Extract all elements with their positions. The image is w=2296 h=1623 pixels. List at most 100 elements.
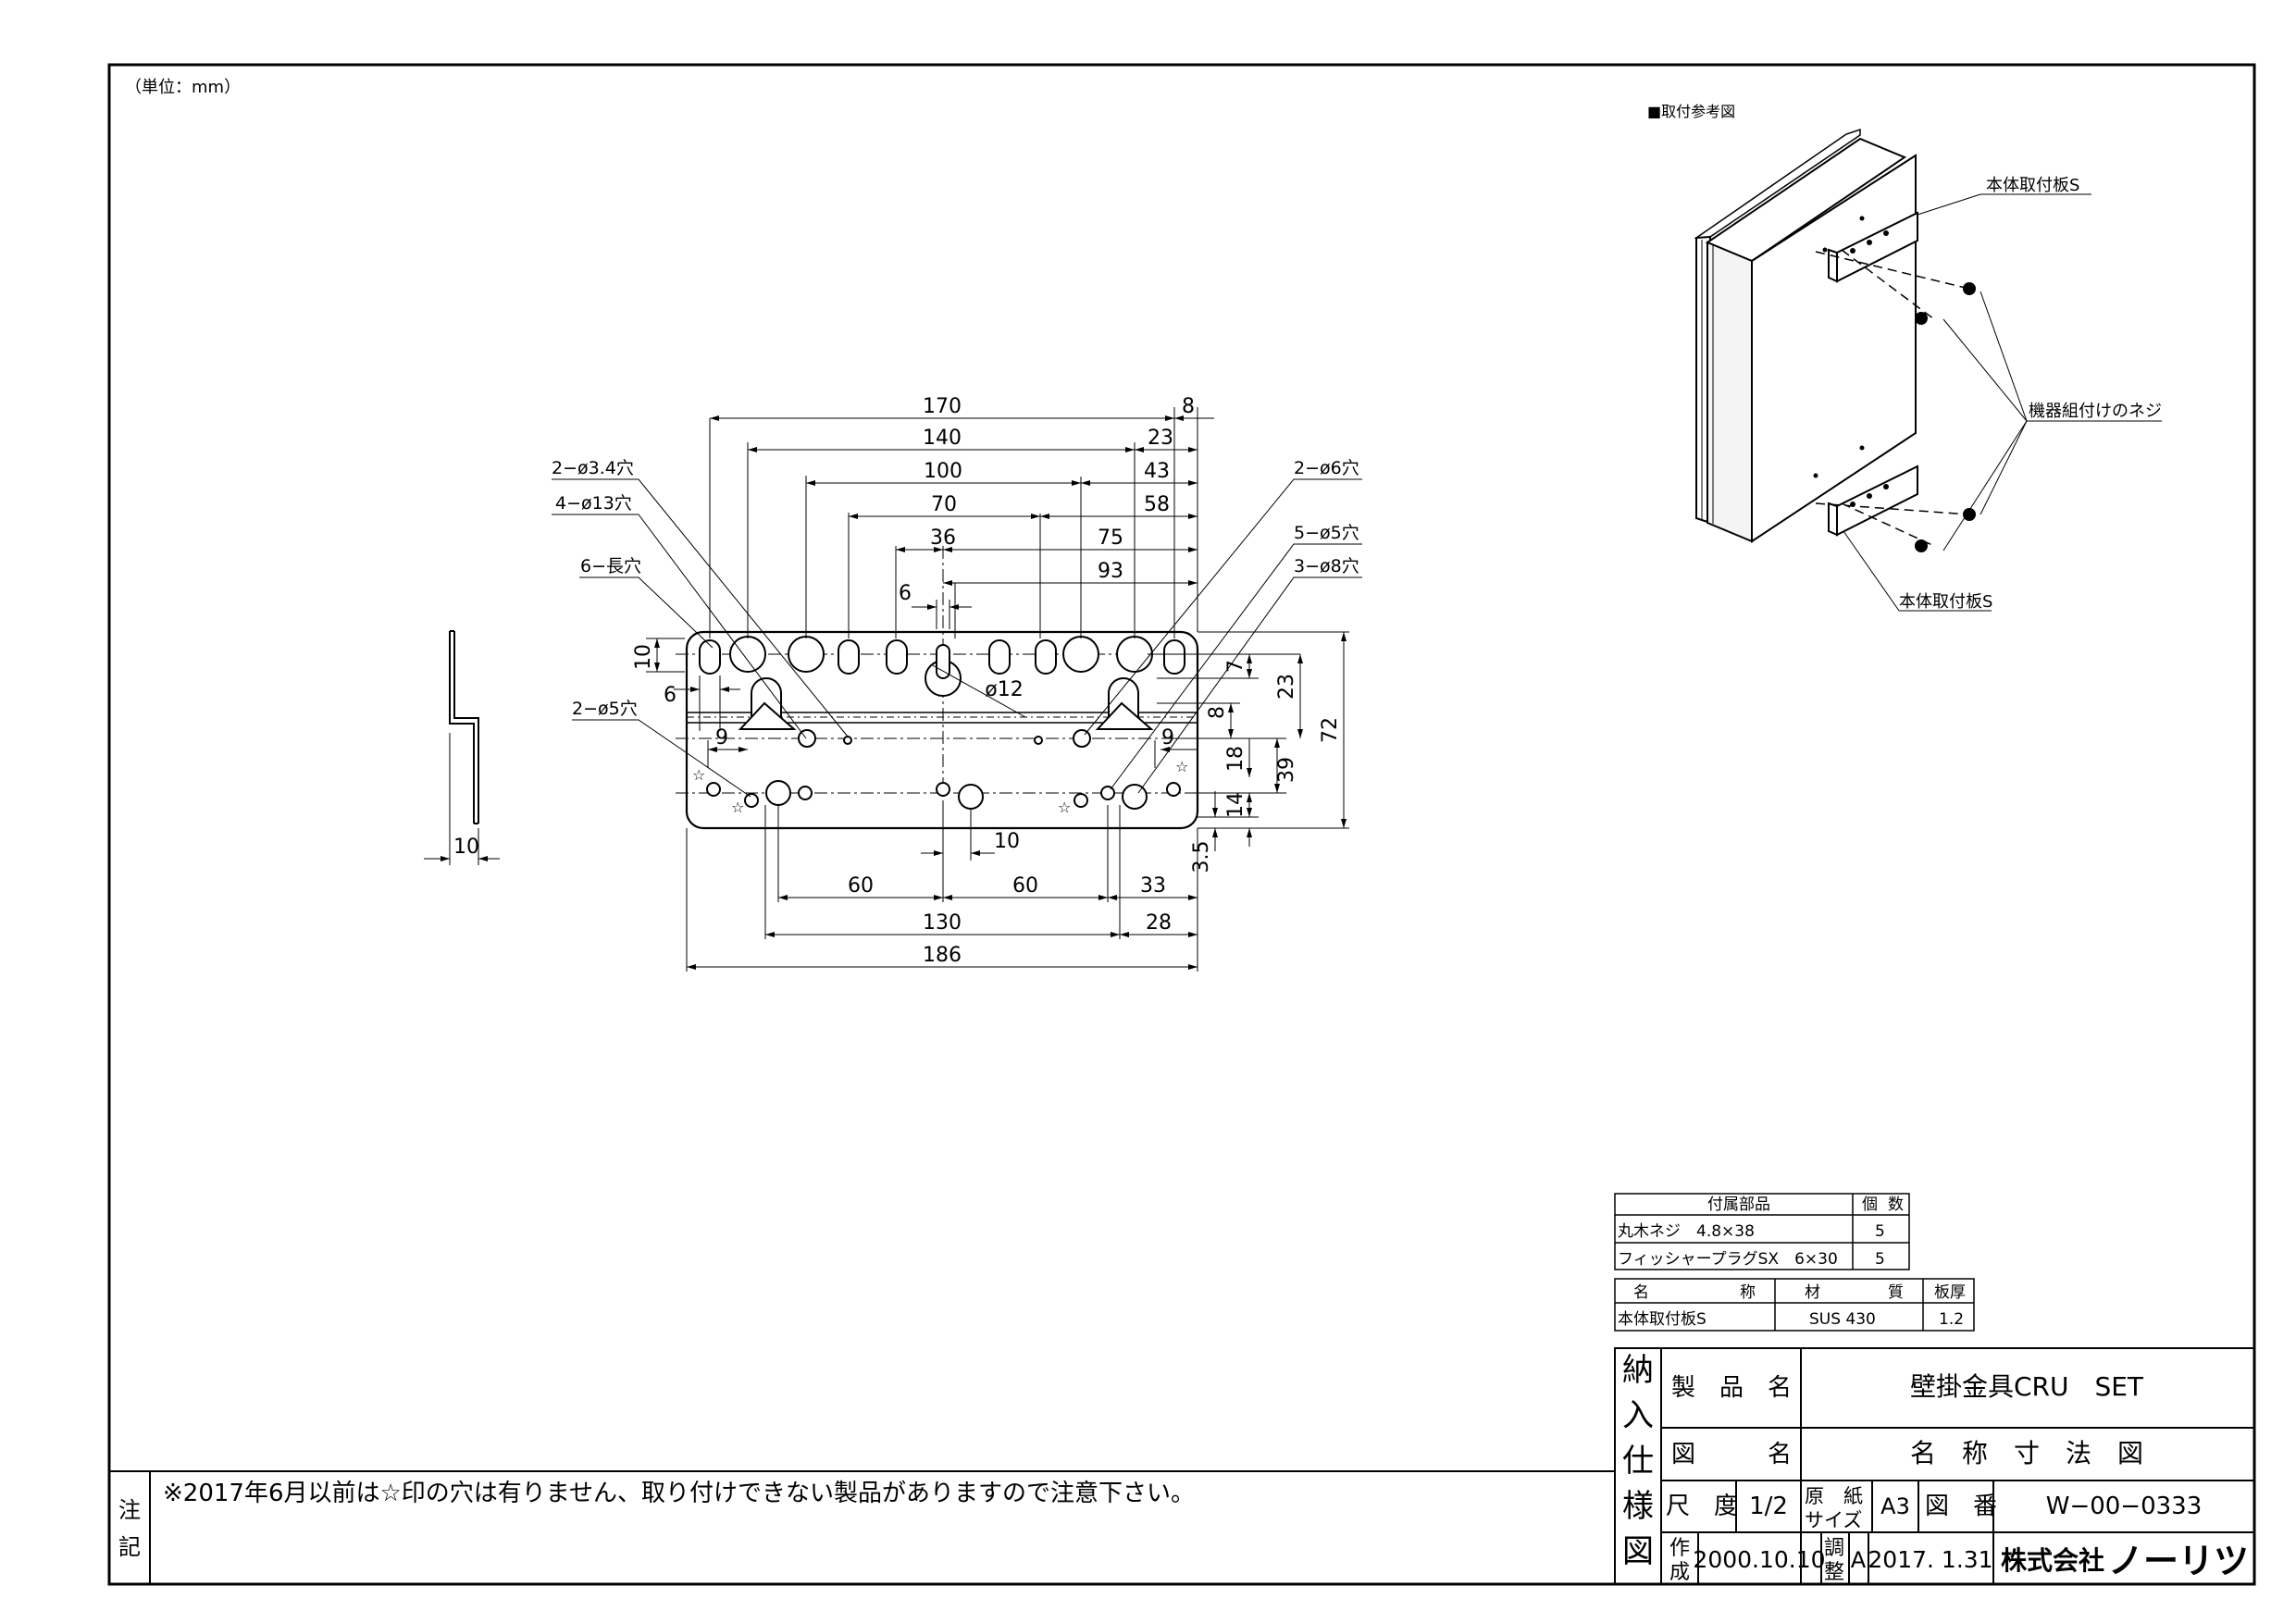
title-block [1614, 1347, 2255, 1585]
dim-186: 186 [923, 944, 962, 967]
dim-10a: 10 [632, 644, 655, 670]
company: 株式会社 [2001, 1545, 2104, 1576]
svg-text:☆: ☆ [1175, 758, 1188, 775]
number-label: 図 番 [1925, 1493, 1997, 1520]
dim-28: 28 [1146, 911, 1172, 935]
dim-9b: 9 [1161, 726, 1174, 750]
dim-23: 23 [1148, 427, 1173, 450]
dim-10b: 10 [994, 830, 1020, 853]
scale-label: 尺 度 [1666, 1493, 1738, 1520]
parts-row-1-qty: 5 [1875, 1222, 1885, 1241]
created-label-1: 作 [1669, 1537, 1690, 1560]
vertical-label-1: 納 [1622, 1352, 1654, 1389]
notes-row [109, 1470, 1615, 1584]
callout-h34: 2−ø3.4穴 [552, 458, 634, 478]
parts-table-text: 付属部品 個 数 丸木ネジ 4.8×38 5 フィッシャープラグSX 6×30 … [1618, 1196, 1966, 1329]
svg-text:☆: ☆ [731, 799, 744, 816]
notes-label-1: 注 [118, 1497, 141, 1523]
created-date: 2000.10.10 [1693, 1546, 1825, 1573]
dim-v14: 14 [1224, 792, 1247, 818]
dimension-text-left: 10 6 9 [632, 644, 728, 750]
dim-v7: 7 [1224, 660, 1247, 673]
notes-label-2: 記 [118, 1534, 141, 1560]
dimension-lines-left [646, 638, 748, 768]
parts-header-name: 付属部品 [1707, 1196, 1770, 1214]
dim-58: 58 [1144, 493, 1170, 516]
callout-h5r: 5−ø5穴 [1294, 523, 1359, 543]
parts-row-2-name: フィッシャープラグSX 6×30 [1618, 1250, 1838, 1269]
reference-screws [1813, 216, 1976, 552]
product-label: 製 品 名 [1671, 1374, 1792, 1402]
reference-illustration [1694, 128, 2028, 612]
dim-6b: 6 [664, 684, 676, 707]
revision-date: 2017. 1.31 [1868, 1546, 1992, 1573]
vertical-label-4: 様 [1622, 1488, 1654, 1525]
reference-label-plate-top: 本体取付板S [1986, 176, 2079, 195]
callout-h5l: 2−ø5穴 [572, 699, 638, 719]
svg-text:☆: ☆ [692, 766, 705, 784]
callout-h6: 2−ø6穴 [1294, 458, 1359, 478]
holes [699, 636, 1185, 810]
vertical-label-5: 図 [1622, 1533, 1654, 1570]
drawing-value: 名 称 寸 法 図 [1910, 1438, 2143, 1468]
company-brand: ノーリツ [2108, 1541, 2249, 1581]
dim-v23: 23 [1275, 674, 1298, 700]
dimension-text-bottom: 10 60 60 33 130 28 186 [848, 830, 1172, 967]
reference-label-plate-bottom: 本体取付板S [1899, 592, 1992, 612]
dim-v18: 18 [1224, 746, 1247, 772]
paper-label-1: 原 紙 [1805, 1485, 1863, 1507]
callout-h13: 4−ø13穴 [555, 493, 632, 514]
title-block-vertical: 納 入 仕 様 図 [1622, 1352, 1654, 1570]
parts-header-qty-1: 個 [1862, 1196, 1878, 1214]
adjusted-label-2: 整 [1824, 1561, 1844, 1584]
dim-33: 33 [1140, 874, 1166, 898]
side-view [424, 630, 500, 865]
material-row-material: SUS 430 [1809, 1310, 1876, 1329]
dim-140: 140 [923, 427, 962, 450]
callout-text: 2−ø3.4穴 4−ø13穴 6−長穴 2−ø5穴 2−ø6穴 5−ø5穴 3−… [552, 458, 1359, 719]
dim-60a: 60 [848, 874, 874, 898]
dimension-lines-top [709, 407, 1214, 718]
vertical-label-2: 入 [1622, 1397, 1654, 1434]
created-label-2: 成 [1669, 1561, 1690, 1584]
material-row-thickness: 1.2 [1939, 1310, 1964, 1329]
dim-43: 43 [1144, 460, 1170, 483]
dim-v8: 8 [1206, 706, 1229, 719]
parts-table [1614, 1193, 1975, 1332]
material-header-mat-2: 質 [1888, 1283, 1904, 1302]
dim-93: 93 [1098, 560, 1123, 583]
dim-170: 170 [923, 395, 962, 418]
number-value: W−00−0333 [2046, 1493, 2203, 1520]
material-header-thickness: 板厚 [1934, 1283, 1966, 1302]
revision: A [1851, 1547, 1867, 1573]
dim-70: 70 [931, 493, 957, 516]
dim-100: 100 [924, 460, 962, 483]
parts-row-2-qty: 5 [1875, 1250, 1885, 1269]
dim-8: 8 [1182, 395, 1195, 418]
dim-130: 130 [923, 911, 962, 935]
vertical-label-3: 仕 [1622, 1443, 1654, 1480]
dimension-text-right: 72 23 7 8 39 18 14 3.5 9 [1161, 660, 1342, 873]
drawing-label: 図 名 [1671, 1441, 1792, 1468]
callout-leaders [552, 478, 1362, 798]
dim-60b: 60 [1012, 874, 1038, 898]
dim-v39: 39 [1275, 757, 1298, 783]
material-header-name-2: 称 [1740, 1283, 1756, 1302]
material-row-name: 本体取付板S [1618, 1310, 1706, 1329]
svg-text:☆: ☆ [1058, 799, 1071, 816]
title-block-text: 製 品 名 壁掛金具CRU SET 図 名 名 称 寸 法 図 尺 度 1/2 … [1666, 1371, 2249, 1584]
material-header-mat-1: 材 [1805, 1283, 1820, 1302]
dim-v35: 3.5 [1190, 841, 1213, 873]
notes-text: ※2017年6月以前は☆印の穴は有りません、取り付けできない製品がありますので注… [163, 1480, 1195, 1507]
paper-label-2: サイズ [1805, 1509, 1862, 1531]
scale-value: 1/2 [1749, 1493, 1788, 1520]
star-markers: ☆ ☆ ☆ ☆ [692, 758, 1188, 816]
sheet-border [107, 63, 2256, 1586]
parts-row-1-name: 丸木ネジ 4.8×38 [1618, 1222, 1755, 1241]
dim-36: 36 [930, 527, 956, 550]
reference-label-screws: 機器組付けのネジ [2029, 402, 2162, 421]
reference-title: ■取付参考図 [1647, 103, 1735, 120]
dimension-text-top: 170 8 140 23 100 43 70 58 36 75 93 6 ø12 [899, 395, 1195, 701]
dim-side-10: 10 [453, 836, 479, 859]
